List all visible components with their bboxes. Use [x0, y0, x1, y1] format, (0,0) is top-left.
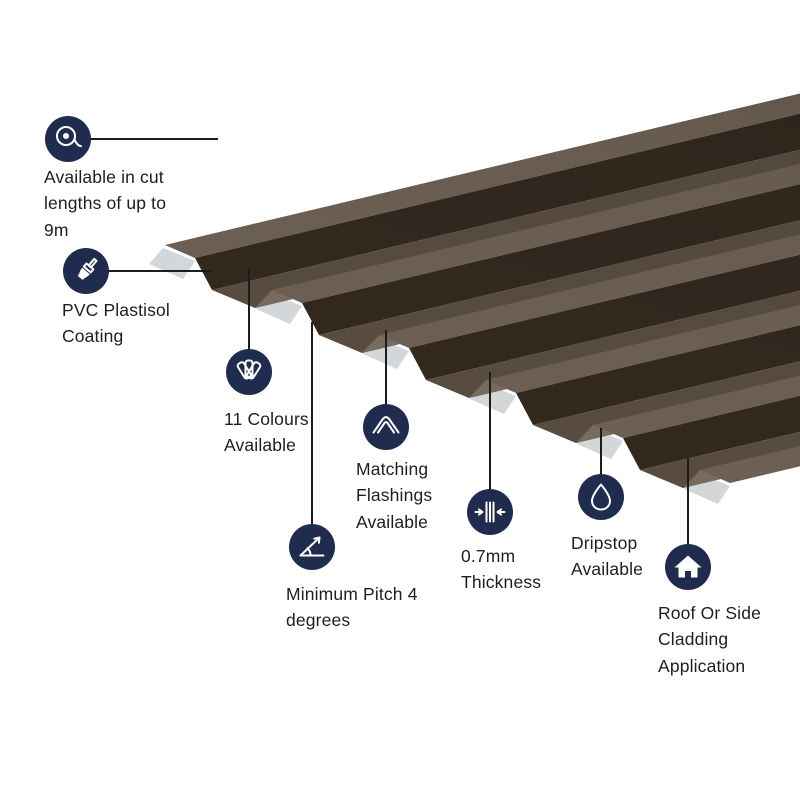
connector-line — [385, 330, 387, 405]
connector-line — [311, 322, 313, 525]
feature-label-flashings: Matching Flashings Available — [356, 459, 433, 532]
feature-label-dripstop: Dripstop Available — [571, 533, 644, 580]
connector-line — [90, 138, 218, 140]
pitch-angle-icon — [289, 524, 335, 570]
thickness-icon — [467, 489, 513, 535]
connector-line — [489, 372, 491, 490]
connector-line — [108, 270, 213, 272]
connector-line — [248, 268, 250, 350]
connector-line — [687, 458, 689, 545]
paint-brush-icon — [63, 248, 109, 294]
feature-label-thickness: 0.7mm Thickness — [461, 546, 542, 593]
feature-label-colours: 11 Colours Available — [224, 409, 309, 456]
feature-label-cladding: Roof Or Side Cladding Application — [658, 603, 761, 676]
colour-fan-icon — [226, 349, 272, 395]
flashing-icon — [363, 404, 409, 450]
droplet-icon — [578, 474, 624, 520]
connector-line — [600, 428, 602, 475]
house-icon — [665, 544, 711, 590]
feature-label-cut-lengths: Available in cut lengths of up to 9m — [44, 167, 167, 240]
sheet-surface — [165, 93, 800, 488]
feature-label-coating: PVC Plastisol Coating — [62, 300, 170, 347]
feature-label-pitch: Minimum Pitch 4 degrees — [286, 584, 418, 631]
tape-measure-icon — [45, 116, 91, 162]
